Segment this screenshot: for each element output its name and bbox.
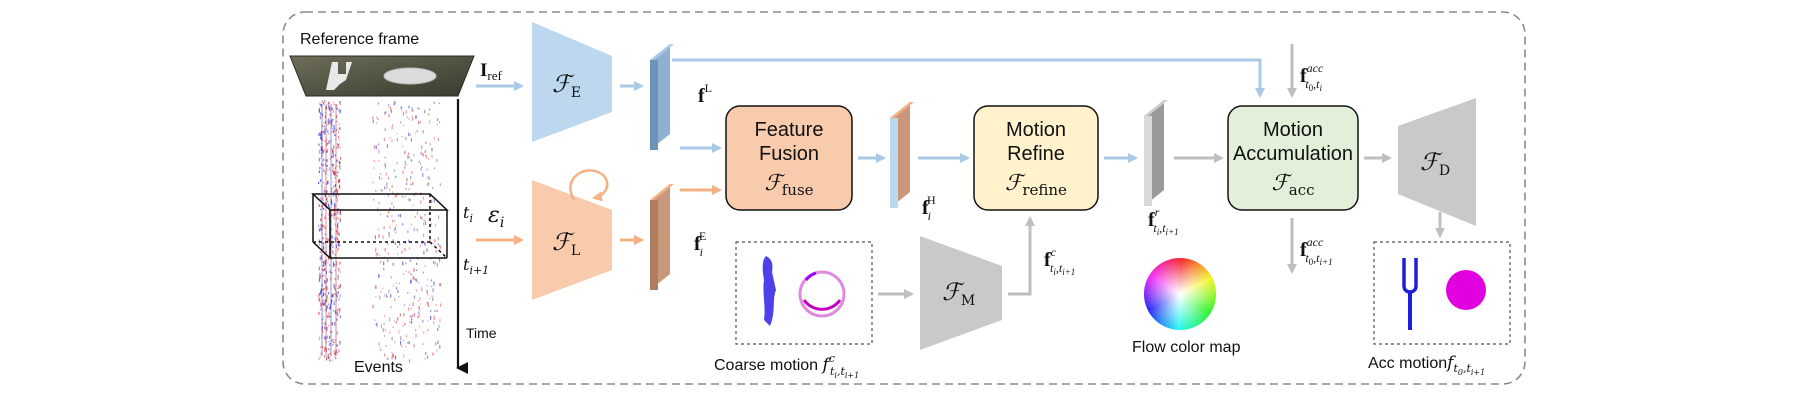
time-label: Time — [466, 325, 497, 341]
recurrent-loop-arrow — [569, 169, 609, 202]
acc-motion-image — [1402, 258, 1486, 330]
feature-map-fh — [890, 102, 914, 208]
acc-motion-caption: Acc motionft0,ti+1 — [1368, 353, 1485, 377]
accum-line1: Motion — [1263, 119, 1323, 141]
module-fm-block — [920, 236, 1002, 350]
refine-operator: ℱrefine — [1005, 171, 1067, 199]
reference-frame-label: Reference frame — [300, 31, 419, 48]
encoder-fe-label: ℱE — [552, 70, 581, 101]
epsilon-label: εi — [488, 203, 504, 231]
feature-fl-label: fL — [698, 81, 712, 107]
fusion-line1: Feature — [755, 119, 824, 141]
motion-accumulation-box — [1227, 105, 1359, 211]
encoder-fl-block — [532, 180, 612, 300]
feature-map-fl — [650, 44, 674, 150]
fusion-line2: Fusion — [759, 143, 819, 165]
accum-line2: Accumulation — [1233, 143, 1353, 165]
event-stream — [318, 100, 442, 363]
i-ref-label: Iref — [480, 60, 503, 83]
feature-fusion-box — [725, 105, 853, 211]
coarse-motion-panel — [735, 241, 873, 345]
t-i-label: ti — [463, 203, 473, 225]
arrow-fm-to-refine — [1008, 216, 1035, 296]
events-label: Events — [354, 359, 403, 376]
acc-motion-panel — [1373, 241, 1511, 345]
reference-frame-image — [289, 55, 475, 97]
fusion-operator: ℱfuse — [764, 171, 813, 199]
encoder-fl-label: ℱL — [552, 228, 580, 259]
skip-connection-arrow — [672, 58, 1265, 98]
feature-map-fe — [650, 184, 674, 290]
module-fm-label: ℱM — [942, 278, 975, 309]
decoder-fd-label: ℱD — [1420, 148, 1450, 179]
motion-refine-box — [973, 105, 1099, 211]
decoder-fd-block — [1398, 98, 1476, 226]
feature-fh-label: fiH — [922, 193, 936, 223]
flow-color-map-caption: Flow color map — [1132, 339, 1241, 356]
refine-line1: Motion — [1006, 119, 1066, 141]
encoder-fe-block — [532, 22, 612, 142]
event-volume-box — [311, 193, 449, 259]
feature-fe-label: fiE — [694, 229, 706, 259]
feature-map-fr — [1144, 100, 1168, 206]
accum-operator: ℱacc — [1271, 171, 1314, 199]
t-i1-label: ti+1 — [463, 255, 489, 277]
outer-border — [282, 11, 1526, 385]
coarse-motion-image — [762, 256, 846, 326]
refine-line2: Refine — [1007, 143, 1065, 165]
flow-color-wheel — [1144, 258, 1216, 330]
